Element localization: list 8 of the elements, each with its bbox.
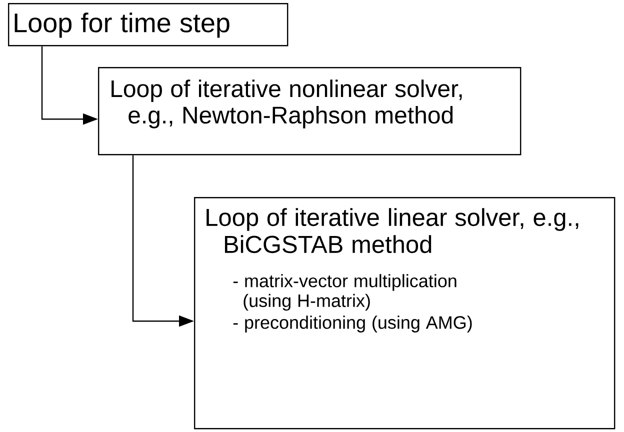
loop-box [98,67,522,156]
box-label: Loop for time step [14,12,230,38]
box-heading: Loop of iterative linear solver, e.g., BiCGSTAB method [206,208,578,254]
loop-box [8,3,288,46]
loop-box [194,197,616,430]
list-item: - matrix-vector multiplication (using H-matrix) [233,274,456,311]
list-item: - preconditioning (using AMG) [233,316,472,332]
box-label: Loop of iterative nonlinear solver, e.g., Newton-Raphson method [112,80,462,128]
